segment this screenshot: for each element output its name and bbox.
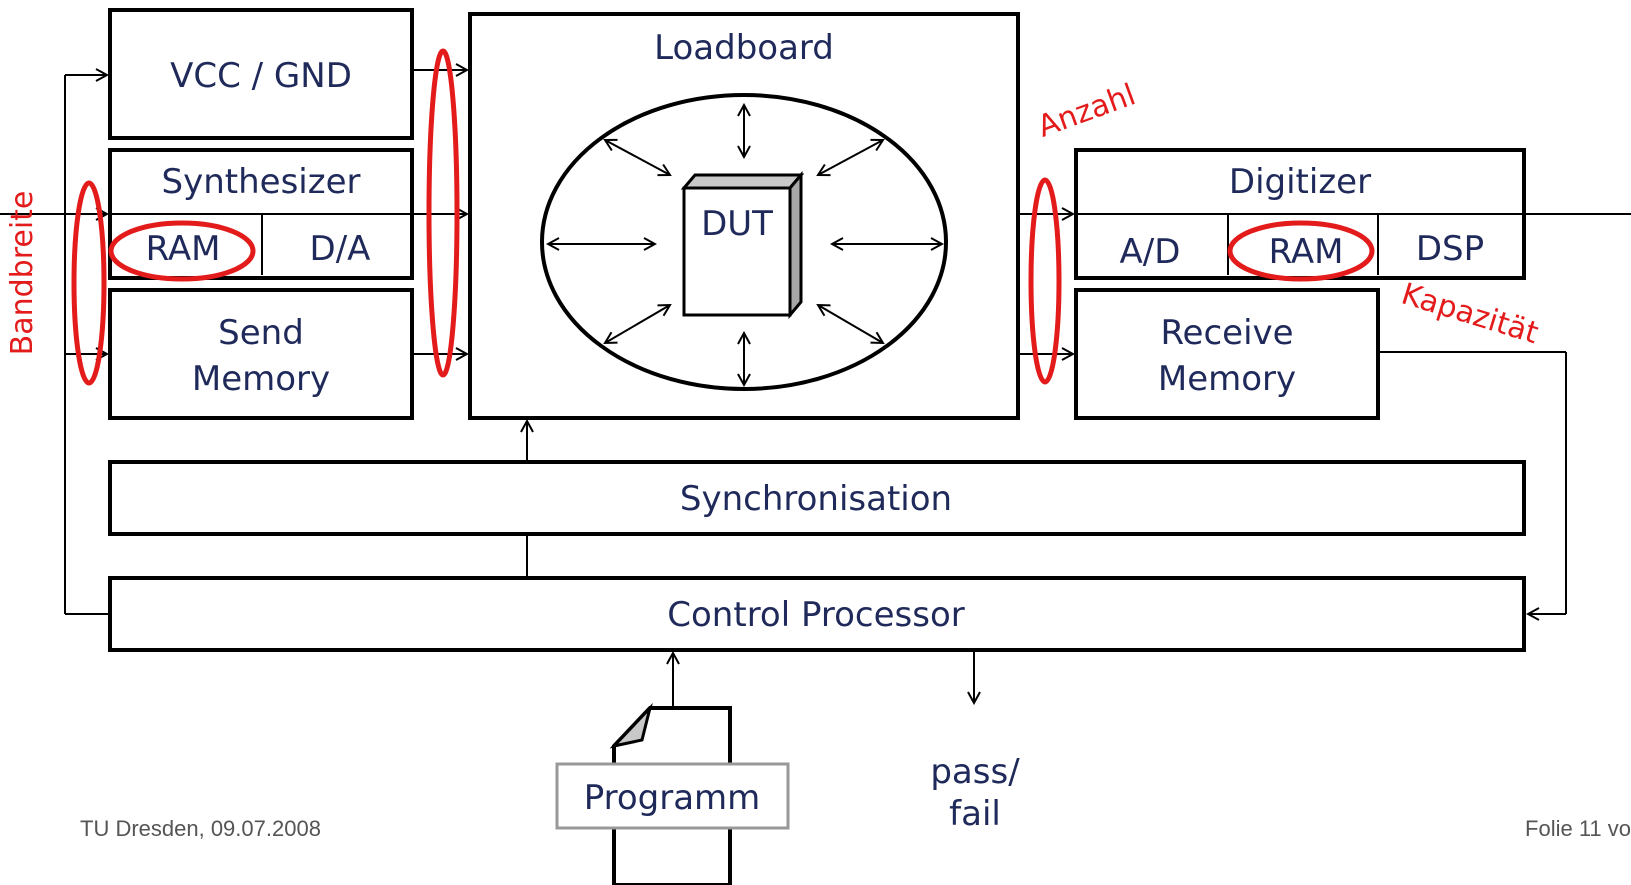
capacity-ring-ram-right bbox=[1227, 220, 1375, 282]
send-memory-label-1: Send bbox=[218, 313, 304, 353]
synthesizer-block: Synthesizer RAM D/A bbox=[108, 148, 467, 280]
capacity-ring-ram-left bbox=[108, 220, 256, 282]
right-bus-lines bbox=[1378, 351, 1567, 614]
ram-left-label: RAM bbox=[146, 229, 221, 269]
anzahl-annotation: Anzahl bbox=[1033, 77, 1140, 144]
receive-memory-block: Receive Memory bbox=[1074, 288, 1380, 420]
pass-fail-output: pass/ fail bbox=[930, 752, 1020, 834]
dut-label: DUT bbox=[701, 204, 773, 244]
loadboard-output-arrows bbox=[1018, 214, 1073, 354]
loadboard-block: Loadboard DUT bbox=[468, 12, 1020, 420]
socket-ellipse bbox=[540, 93, 948, 391]
footer-left: TU Dresden, 09.07.2008 bbox=[80, 816, 321, 841]
receive-memory-label-2: Memory bbox=[1158, 359, 1296, 399]
ram-right-label: RAM bbox=[1269, 232, 1344, 272]
send-memory-label-2: Memory bbox=[192, 359, 330, 399]
loadboard-label: Loadboard bbox=[654, 28, 834, 68]
vcc-gnd-block: VCC / GND bbox=[108, 8, 414, 140]
pass-fail-label-2: fail bbox=[949, 794, 1001, 834]
programm-label: Programm bbox=[584, 778, 761, 818]
da-label: D/A bbox=[310, 229, 371, 269]
count-ring-loadboard-out bbox=[1028, 177, 1062, 385]
synchronisation-block: Synchronisation bbox=[108, 460, 1526, 536]
ad-label: A/D bbox=[1120, 232, 1181, 272]
control-processor-label: Control Processor bbox=[667, 595, 964, 635]
dsp-label: DSP bbox=[1416, 229, 1484, 269]
bandwidth-ring-left bbox=[71, 180, 107, 386]
receive-memory-label-1: Receive bbox=[1160, 313, 1293, 353]
bandbreite-annotation: Bandbreite bbox=[5, 191, 40, 356]
dut-chip: DUT bbox=[680, 170, 805, 320]
vcc-gnd-label: VCC / GND bbox=[170, 56, 352, 96]
loadboard-input-arrows bbox=[412, 70, 467, 354]
kapazitaet-annotation: Kapazität bbox=[1397, 277, 1542, 352]
footer-right: Folie 11 vo bbox=[1525, 816, 1631, 841]
digitizer-block: Digitizer A/D RAM DSP bbox=[1074, 148, 1631, 280]
program-document: Programm bbox=[555, 702, 790, 885]
synchronisation-label: Synchronisation bbox=[680, 479, 952, 519]
count-ring-loadboard-in bbox=[426, 48, 460, 378]
digitizer-label: Digitizer bbox=[1229, 162, 1371, 202]
send-memory-block: Send Memory bbox=[108, 288, 414, 420]
synthesizer-label: Synthesizer bbox=[162, 162, 361, 202]
control-processor-block: Control Processor bbox=[108, 576, 1526, 652]
annotation-rings bbox=[71, 48, 1375, 386]
dut-connection-arrows bbox=[548, 105, 942, 385]
left-bus-lines bbox=[0, 75, 110, 615]
pass-fail-label-1: pass/ bbox=[930, 752, 1020, 792]
